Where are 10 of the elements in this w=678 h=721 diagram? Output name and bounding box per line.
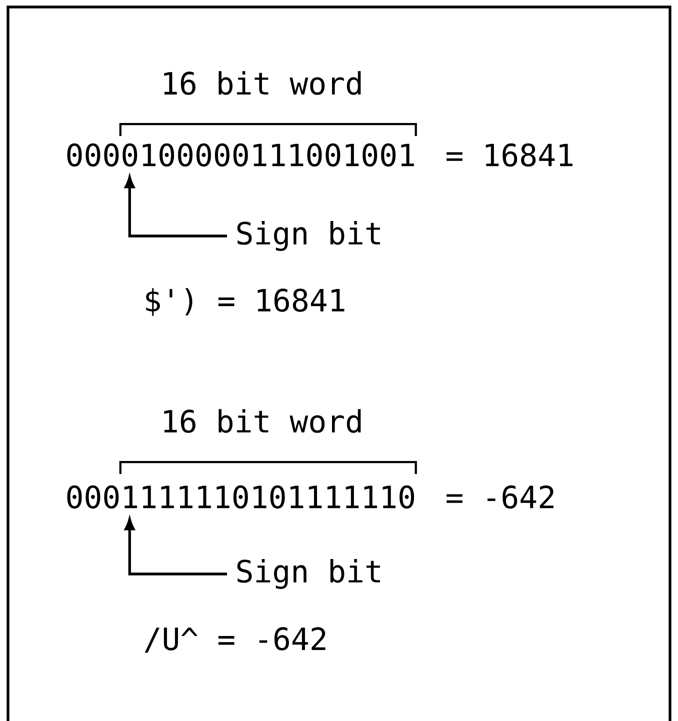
label: $') = 16841 — [146, 288, 344, 316]
label: = -642 — [446, 485, 554, 509]
label: 16 bit word — [164, 409, 361, 433]
sign-bit-label: Sign bit — [237, 559, 380, 589]
sign-bit-label: Sign bit — [237, 221, 380, 251]
bit-string: 0001111110101111110 — [67, 485, 414, 509]
label: /U^ = -642 — [144, 627, 326, 653]
label: = 16841 — [446, 143, 572, 167]
label: 16 bit word — [164, 71, 361, 95]
bit-string: 0000100000111001001 — [67, 143, 414, 167]
